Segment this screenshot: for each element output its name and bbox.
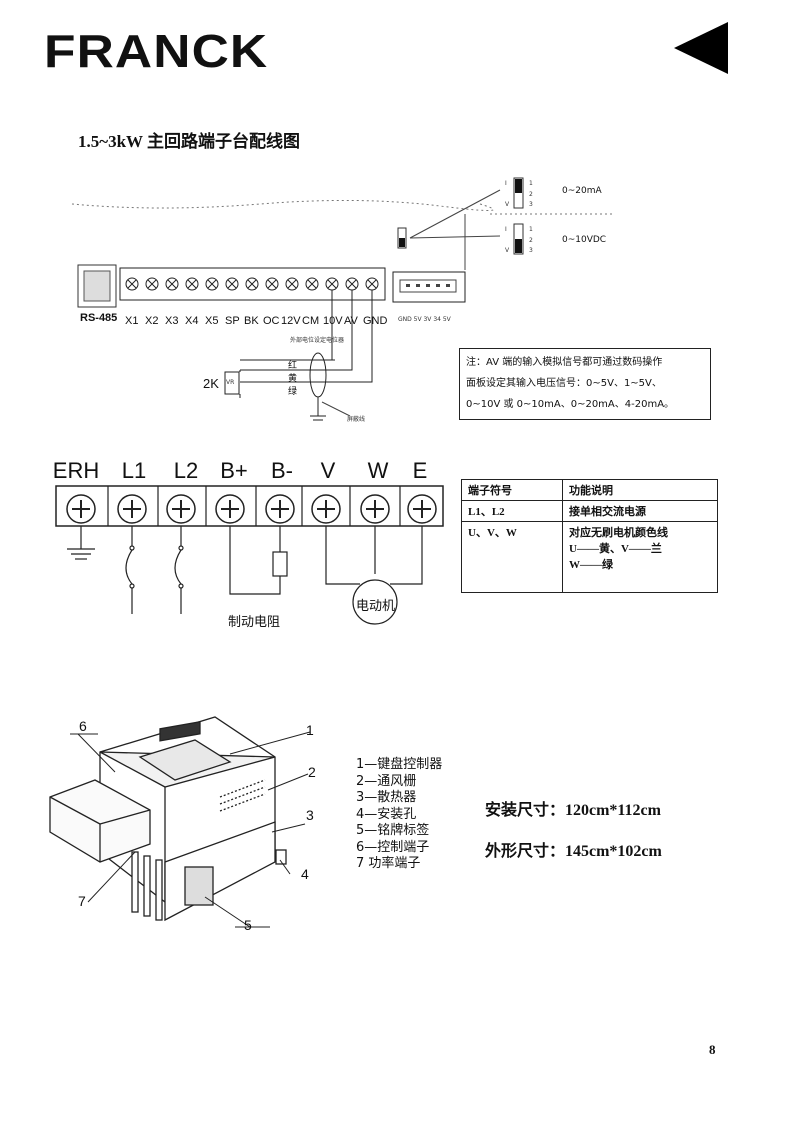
- terminal-x3: X3: [165, 315, 179, 327]
- note-line-3: 0~10V 或 0~10mA、0~20mA、4-20mA。: [466, 399, 675, 410]
- terminal-10v: 10V: [323, 315, 343, 327]
- jumper-num-3a: 3: [529, 201, 533, 208]
- rs485-label: RS-485: [80, 312, 118, 324]
- terminal-gnd: GND: [363, 315, 388, 327]
- callout-6: 6: [79, 718, 87, 734]
- jumper-num-1b: 1: [529, 226, 533, 233]
- table-header-symbol: 端子符号: [461, 479, 563, 501]
- table-cell-desc: 接单相交流电源: [562, 500, 718, 522]
- table-cell-desc-line: W——绿: [569, 559, 613, 571]
- terminal-sp: SP: [225, 315, 240, 327]
- outer-size: 外形尺寸：145cm*102cm: [485, 843, 662, 860]
- page-number: 8: [709, 1042, 716, 1057]
- list-item: 5—铭牌标签: [356, 823, 430, 838]
- callout-2: 2: [308, 764, 316, 780]
- callout-1: 1: [306, 722, 314, 738]
- mode-voltage-label: 0~10VDC: [562, 235, 607, 245]
- parts-list: 1—键盘控制器 2—通风栅 3—散热器 4—安装孔 5—铭牌标签 6—控制端子 …: [356, 757, 442, 873]
- pot-tag: VR: [226, 379, 235, 386]
- main-terminal-l1: L1: [121, 458, 147, 483]
- note-line-1: 注：AV 端的输入模拟信号都可通过数码操作: [466, 357, 663, 368]
- table-row: U、V、W 对应无刷电机颜色线 U——黄、V——兰 W——绿: [461, 521, 718, 593]
- main-terminal-l2: L2: [173, 458, 199, 483]
- jumper-i-1: I: [505, 180, 507, 187]
- table-cell-desc: 对应无刷电机颜色线 U——黄、V——兰 W——绿: [562, 521, 718, 593]
- pot-value-label: 2K: [203, 376, 219, 391]
- right-connector-labels: GND 5V 3V 34 5V: [398, 316, 451, 323]
- page-title: 1.5~3kW 主回路端子台配线图: [78, 132, 300, 151]
- callout-4: 4: [301, 866, 309, 882]
- note-line-2: 面板设定其输入电压信号：0~5V、1~5V、: [466, 378, 662, 389]
- list-item: 2—通风栅: [356, 773, 417, 789]
- terminal-av: AV: [344, 315, 358, 327]
- table-cell-desc-line: 对应无刷电机颜色线: [569, 527, 668, 539]
- jumper-v-2: V: [505, 247, 510, 254]
- jumper-num-3b: 3: [529, 247, 533, 254]
- table-row: L1、L2 接单相交流电源: [461, 500, 718, 522]
- terminal-12v: 12V: [281, 315, 301, 327]
- shield-label: 屏蔽线: [347, 416, 366, 423]
- list-item: 4—安装孔: [356, 806, 417, 822]
- main-terminal-v: V: [320, 458, 336, 483]
- jumper-num-1a: 1: [529, 180, 533, 187]
- jumper-num-2a: 2: [529, 191, 533, 198]
- main-terminal-bplus: B+: [220, 458, 248, 483]
- wire-yellow-label: 黄: [288, 374, 298, 384]
- terminal-cm: CM: [302, 315, 320, 327]
- analog-input-note: 注：AV 端的输入模拟信号都可通过数码操作 面板设定其输入电压信号：0~5V、1…: [459, 348, 711, 420]
- motor-label: 电动机: [356, 599, 396, 614]
- jumper-num-2b: 2: [529, 237, 533, 244]
- screw-terminals: [125, 277, 379, 291]
- list-item: 3—散热器: [356, 790, 417, 805]
- wire-green-label: 绿: [288, 387, 298, 397]
- main-terminal-diagram: [55, 485, 444, 625]
- jumper-i-2: I: [505, 226, 507, 233]
- callout-3: 3: [306, 807, 314, 823]
- table-header-desc: 功能说明: [562, 479, 718, 501]
- terminal-bk: BK: [244, 315, 259, 327]
- list-item: 6—控制端子: [356, 839, 430, 855]
- list-item: 1—键盘控制器: [356, 757, 443, 772]
- table-cell-symbol: U、V、W: [461, 521, 563, 593]
- terminal-x2: X2: [145, 315, 159, 327]
- list-item: 7 功率端子: [356, 856, 421, 871]
- main-terminal-erh: ERH: [52, 458, 100, 483]
- product-illustration: [49, 716, 311, 928]
- brand-logo: FRANCK: [44, 25, 269, 77]
- callout-5: 5: [244, 917, 252, 933]
- terminal-x1: X1: [125, 315, 139, 327]
- main-terminal-w: W: [367, 458, 389, 483]
- brake-resistor-label: 制动电阻: [228, 615, 281, 630]
- table-cell-symbol: L1、L2: [461, 500, 563, 522]
- table-header-row: 端子符号 功能说明: [461, 479, 718, 501]
- install-size: 安装尺寸：120cm*112cm: [485, 802, 661, 819]
- callout-7: 7: [78, 893, 86, 909]
- control-terminal-labels: X1 X2 X3 X4 X5 SP BK OC 12V CM 10V AV GN…: [120, 315, 390, 329]
- terminal-function-table: 端子符号 功能说明 L1、L2 接单相交流电源 U、V、W 对应无刷电机颜色线 …: [461, 479, 718, 593]
- jumper-v-1: V: [505, 201, 510, 208]
- wiring-note: 外部电位设定电位器: [290, 337, 345, 344]
- main-terminal-e: E: [412, 458, 428, 483]
- control-terminal-diagram: [71, 177, 615, 421]
- table-cell-desc-line: U——黄、V——兰: [569, 543, 662, 555]
- terminal-x5: X5: [205, 315, 219, 327]
- terminal-oc: OC: [263, 315, 280, 327]
- back-arrow-icon[interactable]: [672, 20, 730, 76]
- main-terminal-bminus: B-: [271, 458, 293, 483]
- terminal-x4: X4: [185, 315, 199, 327]
- wire-red-label: 红: [288, 361, 298, 371]
- mode-current-label: 0~20mA: [562, 186, 602, 196]
